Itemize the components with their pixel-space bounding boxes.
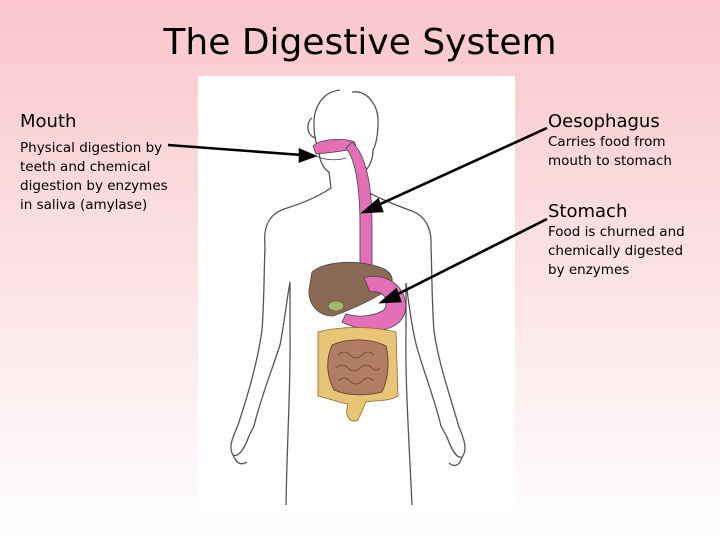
stomach-description-line: by enzymes: [548, 262, 630, 278]
stomach-description-line: Food is churned and: [548, 224, 685, 240]
mouth-description-line: in saliva (amylase): [20, 197, 148, 213]
page-title: The Digestive System: [163, 22, 557, 63]
oesophagus-description-line: mouth to stomach: [548, 153, 672, 169]
body-left-contour: [230, 89, 341, 506]
gallbladder-shape: [327, 300, 345, 312]
body-outline: [230, 89, 466, 506]
right-hand-outline: [448, 456, 463, 467]
body-right-contour: [351, 91, 466, 506]
ear-outline: [307, 117, 317, 139]
oesophagus-tube: [345, 141, 373, 281]
oesophagus-pointer-arrow: [360, 126, 548, 214]
stomach-description: Food is churned and chemically digested …: [548, 223, 685, 280]
oesophagus-heading: Oesophagus: [548, 111, 660, 132]
mouth-pointer-arrow: [167, 143, 318, 163]
oesophagus-description-line: Carries food from: [548, 134, 666, 150]
stomach-heading: Stomach: [548, 201, 628, 222]
mouth-description-line: digestion by enzymes: [20, 178, 168, 194]
mouth-description-line: teeth and chemical: [20, 159, 151, 175]
stomach-description-line: chemically digested: [548, 243, 684, 259]
mouth-description: Physical digestion by teeth and chemical…: [20, 139, 168, 215]
oesophagus-description: Carries food from mouth to stomach: [548, 133, 672, 171]
stomach-shape: [341, 275, 407, 331]
mouth-heading: Mouth: [20, 111, 77, 132]
left-hand-outline: [232, 454, 248, 465]
stomach-pointer-arrow: [378, 217, 548, 304]
small-intestine-coils: [335, 351, 381, 385]
small-intestine-shape: [327, 339, 389, 396]
mouth-description-line: Physical digestion by: [20, 140, 163, 156]
